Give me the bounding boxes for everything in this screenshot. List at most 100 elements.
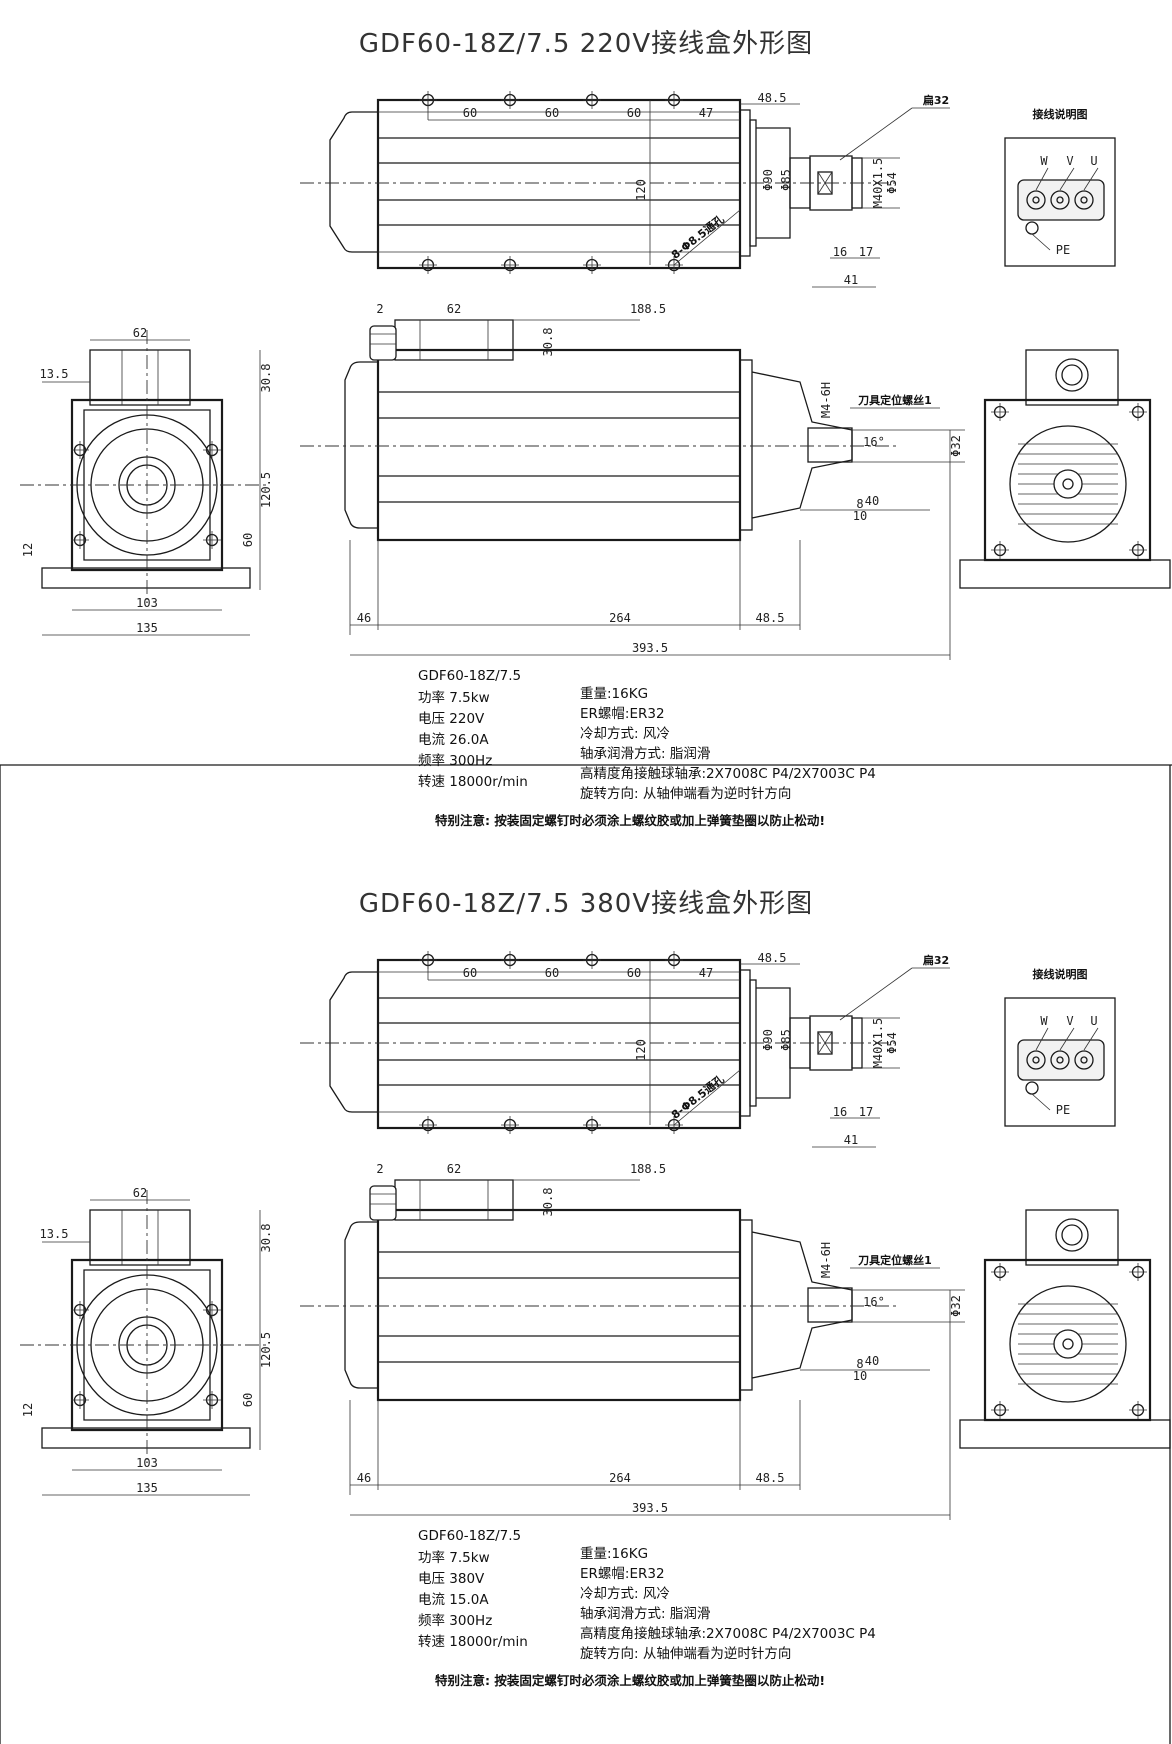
terminal-u: U	[1090, 154, 1097, 168]
diameter-85: Φ85	[779, 1029, 793, 1051]
diameter-32: Φ32	[949, 1295, 963, 1317]
dim-48-5: 48.5	[758, 91, 787, 105]
side-view: 262188.530.8M4-6H刀具定位螺丝116°Φ324081081046…	[300, 302, 965, 660]
spec-line: 高精度角接触球轴承:2X7008C P4/2X7003C P4	[580, 765, 876, 782]
dim-60: 60	[545, 966, 559, 980]
spec-line: 重量:16KG	[580, 686, 648, 702]
front-dim-30-8: 30.8	[259, 1224, 273, 1253]
dim-30-8: 30.8	[541, 328, 555, 357]
dim-62: 62	[447, 1162, 461, 1176]
terminal-pe: PE	[1056, 243, 1070, 257]
dim-120: 120	[634, 1039, 648, 1061]
dim-2: 2	[376, 302, 383, 316]
tool-screw-label: 刀具定位螺丝1	[858, 393, 932, 407]
front-dim-60: 60	[241, 1393, 255, 1407]
dim-17: 17	[859, 245, 873, 259]
model-number: GDF60-18Z/7.5	[418, 668, 521, 684]
front-dim-120-5: 120.5	[259, 472, 273, 508]
wrench-flat-label: 扁32	[923, 953, 949, 967]
spec-line: ER螺帽:ER32	[580, 1566, 665, 1582]
front-dim-135: 135	[136, 1481, 158, 1495]
spec-line: 频率 300Hz	[418, 1612, 492, 1629]
dim-60: 60	[463, 966, 477, 980]
dim-47: 47	[699, 106, 713, 120]
diameter-90: Φ90	[761, 169, 775, 191]
dim-8-label: 8	[856, 1357, 863, 1371]
diameter-54: Φ54	[885, 172, 899, 194]
thread-m40: M40X1.5	[871, 158, 885, 209]
dim-393-5: 393.5	[632, 641, 668, 655]
diameter-32: Φ32	[949, 435, 963, 457]
dim-60: 60	[545, 106, 559, 120]
spec-line: 转速 18000r/min	[418, 1634, 528, 1650]
dim-62: 62	[447, 302, 461, 316]
wrench-flat-label: 扁32	[923, 93, 949, 107]
spec-line: 冷却方式: 风冷	[580, 1586, 670, 1602]
spec-line: 重量:16KG	[580, 1546, 648, 1562]
spec-line: 电流 26.0A	[418, 732, 489, 748]
diameter-54: Φ54	[885, 1032, 899, 1054]
front-dim-12: 12	[21, 1403, 35, 1417]
angle-16: 16°	[863, 1295, 885, 1309]
terminal-w: W	[1040, 1014, 1048, 1028]
dim-48-5-bottom: 48.5	[756, 1471, 785, 1485]
dim-2: 2	[376, 1162, 383, 1176]
spec-line: 高精度角接触球轴承:2X7008C P4/2X7003C P4	[580, 1625, 876, 1642]
front-dim-120-5: 120.5	[259, 1332, 273, 1368]
diameter-85: Φ85	[779, 169, 793, 191]
dim-16: 16	[833, 1105, 847, 1119]
spec-line: 转速 18000r/min	[418, 774, 528, 790]
dim-120: 120	[634, 179, 648, 201]
dim-8-label: 8	[856, 497, 863, 511]
spec-line: 功率 7.5kw	[418, 1549, 490, 1566]
rear-view	[959, 1209, 1171, 1449]
side-view: 262188.530.8M4-6H刀具定位螺丝116°Φ324081081046…	[300, 1162, 965, 1520]
front-dim-60: 60	[241, 533, 255, 547]
spec-line: 轴承润滑方式: 脂润滑	[580, 1606, 710, 1622]
dim-264: 264	[609, 611, 631, 625]
spec-line: 旋转方向: 从轴伸端看为逆时针方向	[580, 786, 791, 802]
wiring-title: 接线说明图	[1033, 107, 1088, 121]
rear-view	[959, 349, 1171, 589]
spec-line: 频率 300Hz	[418, 752, 492, 769]
dim-264: 264	[609, 1471, 631, 1485]
front-dim-13-5: 13.5	[40, 1227, 69, 1241]
dim-47: 47	[699, 966, 713, 980]
dim-40: 40	[865, 1354, 879, 1368]
dim-17: 17	[859, 1105, 873, 1119]
dim-48-5-bottom: 48.5	[756, 611, 785, 625]
dim-10-label: 10	[853, 509, 867, 523]
front-dim-30-8: 30.8	[259, 364, 273, 393]
dim-393-5: 393.5	[632, 1501, 668, 1515]
drawing-title: GDF60-18Z/7.5 380V接线盒外形图	[359, 889, 813, 919]
dim-60: 60	[627, 106, 641, 120]
dim-30-8: 30.8	[541, 1188, 555, 1217]
front-dim-135: 135	[136, 621, 158, 635]
dim-48-5: 48.5	[758, 951, 787, 965]
warning-note: 特别注意: 按装固定螺钉时必须涂上螺纹胶或加上弹簧垫圈以防止松动!	[435, 1673, 825, 1688]
spec-line: 轴承润滑方式: 脂润滑	[580, 746, 710, 762]
dim-16: 16	[833, 245, 847, 259]
spec-line: 电流 15.0A	[418, 1592, 489, 1608]
spec-line: 冷却方式: 风冷	[580, 726, 670, 742]
dim-41: 41	[844, 273, 858, 287]
thread-m4: M4-6H	[819, 382, 833, 418]
terminal-u: U	[1090, 1014, 1097, 1028]
spec-line: 旋转方向: 从轴伸端看为逆时针方向	[580, 1646, 791, 1662]
dim-188-5: 188.5	[630, 302, 666, 316]
dim-60: 60	[627, 966, 641, 980]
terminal-pe: PE	[1056, 1103, 1070, 1117]
thread-m40: M40X1.5	[871, 1018, 885, 1069]
front-dim-103: 103	[136, 1456, 158, 1470]
terminal-w: W	[1040, 154, 1048, 168]
thread-m4: M4-6H	[819, 1242, 833, 1278]
front-dim-103: 103	[136, 596, 158, 610]
terminal-v: V	[1066, 1014, 1073, 1028]
spec-line: 功率 7.5kw	[418, 689, 490, 706]
